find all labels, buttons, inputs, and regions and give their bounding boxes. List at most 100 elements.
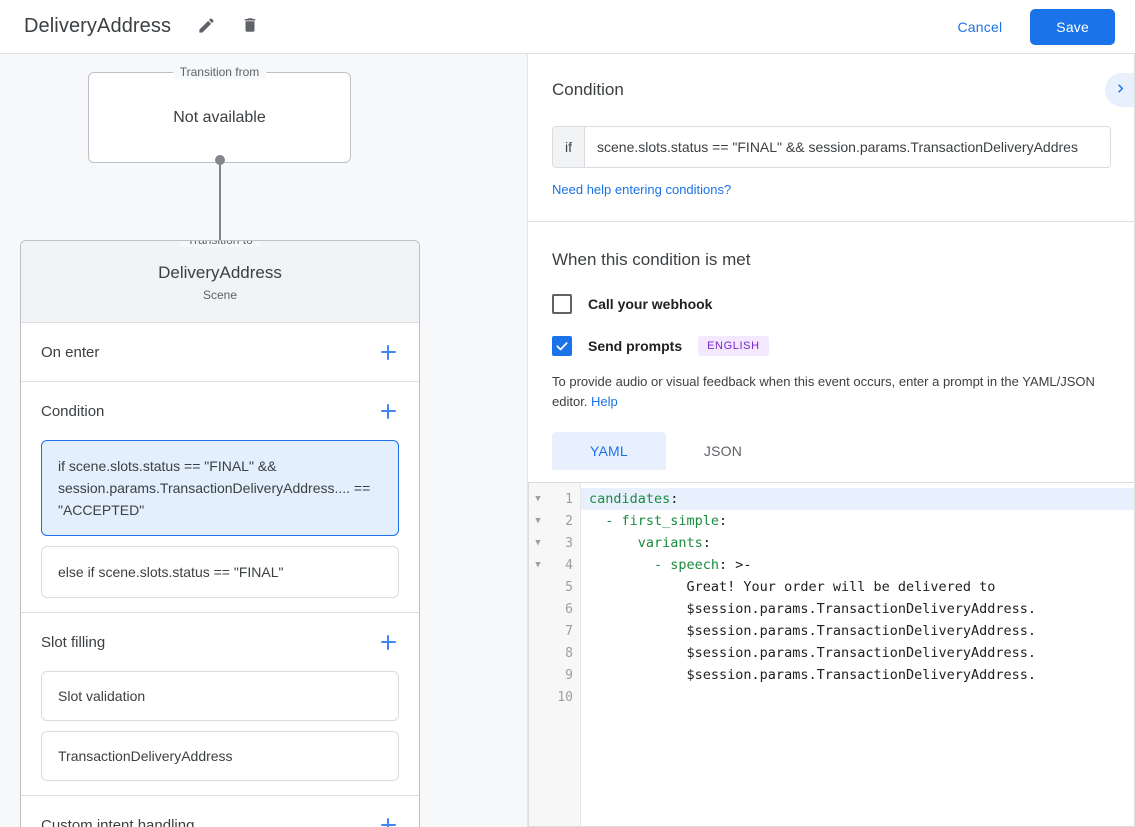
- send-prompts-label: Send prompts: [588, 338, 683, 354]
- yaml-text: $session.params.TransactionDeliveryAddre…: [589, 645, 1037, 661]
- yaml-key: candidates: [589, 491, 671, 507]
- editor-gutter-row: 6: [529, 598, 580, 620]
- condition-section-title: Condition: [552, 80, 624, 99]
- transition-graph-panel: Transition from Not available Transition…: [0, 54, 528, 827]
- list-item[interactable]: TransactionDeliveryAddress: [41, 731, 399, 781]
- cancel-button[interactable]: Cancel: [944, 10, 1017, 44]
- pencil-icon: [197, 16, 216, 38]
- when-condition-met-title: When this condition is met: [552, 250, 751, 269]
- editor-gutter-row: 9: [529, 664, 580, 686]
- scene-type: Scene: [202, 288, 238, 302]
- yaml-key: - speech: [589, 557, 720, 573]
- list-item[interactable]: Slot validation: [41, 671, 399, 721]
- condition-input[interactable]: [585, 127, 1110, 167]
- editor-line-number: 10: [557, 689, 573, 705]
- add-on-enter-button[interactable]: [375, 339, 401, 365]
- editor-gutter-row: 10: [529, 686, 580, 708]
- send-prompts-row: Send prompts ENGLISH: [552, 336, 1111, 356]
- condition-help-link[interactable]: Need help entering conditions?: [552, 182, 732, 197]
- editor-gutter-row: 8: [529, 642, 580, 664]
- edit-name-button[interactable]: [189, 10, 223, 44]
- add-condition-button[interactable]: [375, 398, 401, 424]
- save-button[interactable]: Save: [1030, 8, 1115, 45]
- app-body: Transition from Not available Transition…: [0, 54, 1135, 827]
- connector-line: [219, 159, 221, 267]
- yaml-punctuation: :: [702, 535, 711, 551]
- delete-button[interactable]: [233, 10, 267, 44]
- transition-from-value: Not available: [173, 108, 266, 126]
- section-slot-filling-header: Slot filling: [21, 613, 419, 671]
- list-item[interactable]: else if scene.slots.status == "FINAL": [41, 546, 399, 598]
- prompts-help-link[interactable]: Help: [591, 394, 618, 409]
- editor-line-number: 6: [565, 601, 573, 617]
- editor-gutter-row: ▼2: [529, 510, 580, 532]
- add-custom-intent-button[interactable]: [375, 812, 401, 827]
- scene-header[interactable]: DeliveryAddress Scene: [21, 241, 419, 323]
- editor-code-line[interactable]: Great! Your order will be delivered to: [581, 576, 1135, 598]
- prompts-helper-sentence: To provide audio or visual feedback when…: [552, 374, 1095, 409]
- yaml-punctuation: :: [670, 491, 679, 507]
- editor-line-number: 3: [565, 535, 573, 551]
- yaml-text: $session.params.TransactionDeliveryAddre…: [589, 601, 1037, 617]
- yaml-key: - first_simple: [589, 513, 720, 529]
- yaml-punctuation: :: [719, 513, 728, 529]
- transition-to-legend: Transition to: [180, 241, 260, 247]
- section-custom-intent-handling: Custom intent handling: [21, 796, 419, 827]
- call-webhook-checkbox[interactable]: [552, 294, 572, 314]
- editor-line-number: 5: [565, 579, 573, 595]
- section-slot-filling: Slot filling Slot validation Transaction…: [21, 613, 419, 796]
- editor-gutter-row: ▼1: [529, 488, 580, 510]
- editor-code-line[interactable]: variants:: [581, 532, 1135, 554]
- tab-json[interactable]: JSON: [666, 432, 780, 470]
- editor-code-line[interactable]: [581, 686, 1135, 708]
- sidebar-item-label: On enter: [41, 343, 100, 361]
- editor-code-line[interactable]: $session.params.TransactionDeliveryAddre…: [581, 664, 1135, 686]
- editor-code-line[interactable]: - speech: >-: [581, 554, 1135, 576]
- check-icon: [556, 342, 568, 351]
- editor-gutter-row: 5: [529, 576, 580, 598]
- add-slot-filling-button[interactable]: [375, 629, 401, 655]
- call-webhook-label: Call your webhook: [588, 296, 713, 312]
- language-badge: ENGLISH: [698, 336, 769, 356]
- sidebar-item-label: Slot filling: [41, 633, 106, 651]
- editor-line-number: 2: [565, 513, 573, 529]
- fold-arrow-icon[interactable]: ▼: [535, 493, 541, 504]
- editor-format-tabs: YAML JSON: [552, 432, 1111, 470]
- editor-code-line[interactable]: - first_simple:: [581, 510, 1135, 532]
- fold-arrow-icon[interactable]: ▼: [535, 559, 541, 570]
- editor-gutter-row: 7: [529, 620, 580, 642]
- editor-code-area[interactable]: candidates: - first_simple: variants: - …: [581, 483, 1135, 826]
- transition-to-card: Transition to DeliveryAddress Scene On e…: [20, 240, 420, 827]
- condition-section: Condition if Need help entering conditio…: [528, 54, 1135, 222]
- scene-name: DeliveryAddress: [158, 263, 282, 282]
- trash-icon: [241, 16, 259, 37]
- editor-line-number: 1: [565, 491, 573, 507]
- slot-filling-list: Slot validation TransactionDeliveryAddre…: [21, 671, 419, 795]
- if-label: if: [553, 127, 585, 167]
- condition-input-row: if: [552, 126, 1111, 168]
- list-item[interactable]: if scene.slots.status == "FINAL" && sess…: [41, 440, 399, 536]
- send-prompts-checkbox[interactable]: [552, 336, 572, 356]
- editor-code-line[interactable]: $session.params.TransactionDeliveryAddre…: [581, 620, 1135, 642]
- section-on-enter: On enter: [21, 323, 419, 382]
- transition-from-card: Transition from Not available: [88, 65, 351, 163]
- fold-arrow-icon[interactable]: ▼: [535, 537, 541, 548]
- sidebar-item-label: Custom intent handling: [41, 816, 195, 827]
- condition-list: if scene.slots.status == "FINAL" && sess…: [21, 440, 419, 612]
- yaml-text: $session.params.TransactionDeliveryAddre…: [589, 667, 1037, 683]
- editor-line-number: 8: [565, 645, 573, 661]
- section-custom-intent-header: Custom intent handling: [21, 796, 419, 827]
- yaml-text: Great! Your order will be delivered to: [589, 579, 996, 595]
- chevron-right-icon: [1112, 80, 1129, 100]
- fold-arrow-icon[interactable]: ▼: [535, 515, 541, 526]
- editor-code-line[interactable]: $session.params.TransactionDeliveryAddre…: [581, 598, 1135, 620]
- tab-yaml[interactable]: YAML: [552, 432, 666, 470]
- editor-code-line[interactable]: candidates:: [581, 488, 1135, 510]
- app-header: DeliveryAddress Cancel Save: [0, 0, 1135, 54]
- section-condition: Condition if scene.slots.status == "FINA…: [21, 382, 419, 613]
- editor-code-line[interactable]: $session.params.TransactionDeliveryAddre…: [581, 642, 1135, 664]
- expand-panel-button[interactable]: [1105, 73, 1135, 107]
